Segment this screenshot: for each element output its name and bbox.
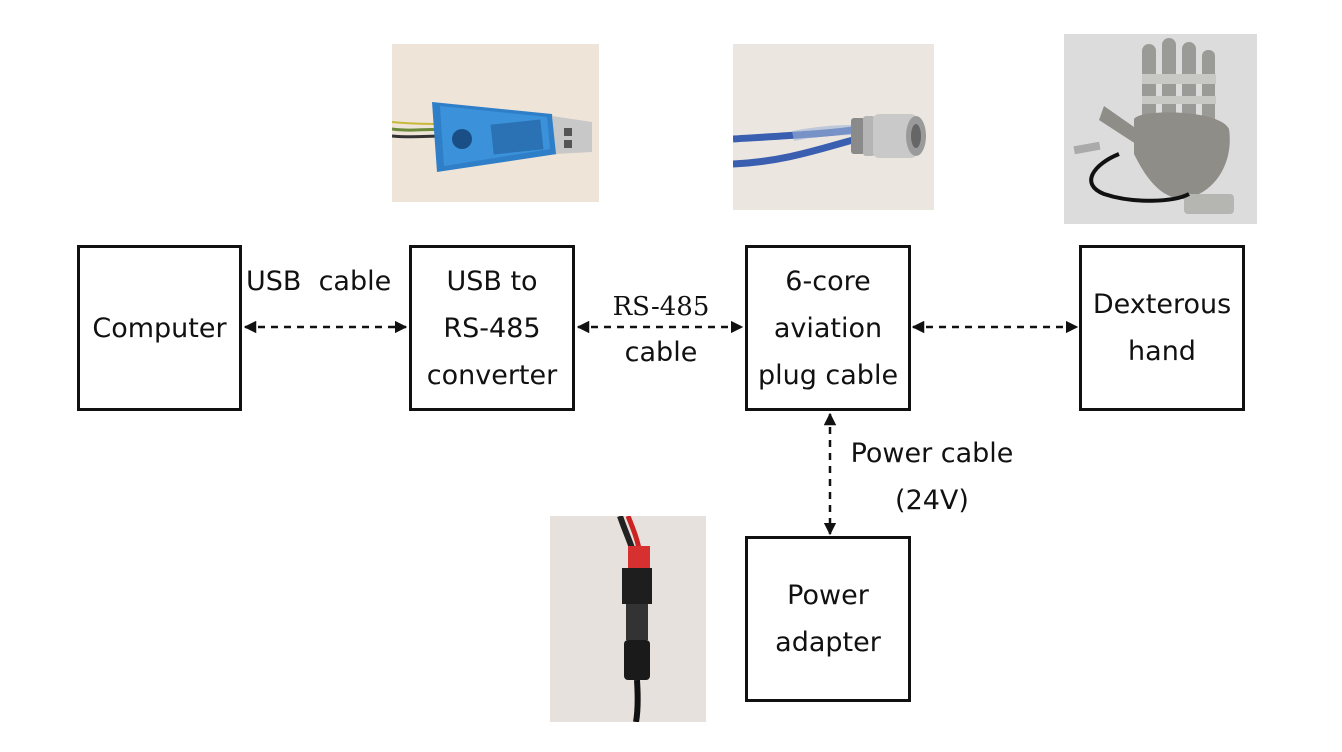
power-adapter-photo (550, 516, 706, 722)
power-adapter-label-line-1: Power (787, 580, 869, 611)
hand-label-line-2: hand (1128, 336, 1196, 367)
usb-cable-label: USB cable (246, 266, 392, 297)
aviation-label-line-1: 6-core (785, 265, 871, 297)
usb-to-rs485-converter-photo (392, 44, 599, 202)
dexterous-hand-box: Dexterous hand (1079, 245, 1245, 411)
aviation-label-line-2: aviation (773, 312, 883, 344)
converter-label-line-3: converter (426, 359, 558, 391)
aviation-label-line-3: plug cable (757, 359, 899, 391)
hand-label-line-1: Dexterous (1092, 289, 1232, 320)
power-cable-label-line-1: Power cable (850, 438, 1014, 469)
converter-label-line-1: USB to (446, 265, 538, 297)
power-adapter-label-line-2: adapter (775, 627, 881, 658)
power-cable-label-line-2: (24V) (895, 485, 969, 516)
computer-box: Computer (77, 245, 242, 411)
aviation-plug-cable-photo (733, 44, 934, 210)
rs485-cable-label-line-1: RS-485 (612, 292, 710, 322)
power-adapter-box: Power adapter (745, 536, 911, 702)
dexterous-hand-photo (1064, 34, 1257, 224)
usb-to-rs485-converter-box: USB to RS-485 converter (409, 245, 575, 411)
rs485-cable-label-line-2: cable (624, 337, 698, 368)
aviation-plug-cable-box: 6-core aviation plug cable (745, 245, 911, 411)
computer-label: Computer (92, 312, 227, 344)
converter-label-line-2: RS-485 (443, 312, 541, 344)
